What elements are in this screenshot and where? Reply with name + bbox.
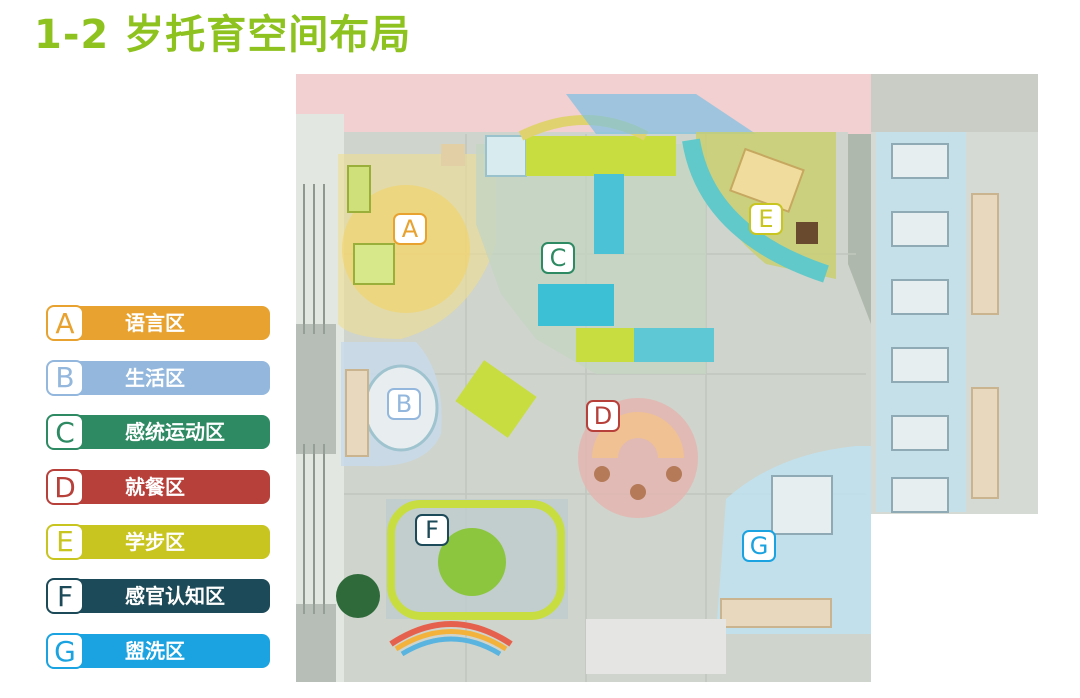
corridor-top (871, 74, 1038, 132)
rainbow-rug-3 (400, 636, 502, 657)
stool-a (441, 144, 465, 166)
legend-bar-d: 就餐区 (79, 470, 270, 505)
legend-badge-f: F (46, 578, 84, 615)
legend-badge-b: B (46, 359, 84, 396)
zone-label-e: E (749, 203, 783, 235)
legend-bar-f: 感官认知区 (79, 579, 270, 614)
legend-item-g: 盥洗区 G (46, 633, 270, 671)
curtain-lower (296, 604, 336, 682)
mat-c2 (526, 136, 618, 176)
legend-item-a: 语言区 A (46, 305, 270, 343)
legend-item-f: 感官认知区 F (46, 578, 270, 616)
legend-badge-d: D (46, 469, 84, 506)
tunnel (594, 174, 624, 254)
page-title: 1-2 岁托育空间布局 (34, 12, 412, 58)
zone-label-f: F (415, 514, 449, 546)
zone-label-d: D (586, 400, 620, 432)
legend-bar-c: 感统运动区 (79, 415, 270, 450)
legend-badge-a: A (46, 305, 84, 341)
mat-c5 (634, 328, 714, 362)
zone-label-c: C (541, 242, 575, 274)
zone-e-curve-mat (682, 138, 829, 283)
zone-label-g: G (742, 530, 776, 562)
zone-f-fence (387, 500, 565, 620)
mat-c3 (618, 136, 676, 176)
mat-c1 (485, 135, 527, 177)
legend-item-c: 感统运动区 C (46, 414, 270, 452)
chair-a (353, 243, 395, 285)
zone-legend: 语言区 A 生活区 B 感统运动区 C 就餐区 D 学步区 E 感官认知区 F … (46, 305, 270, 688)
bottom-floor (586, 619, 726, 674)
legend-badge-e: E (46, 523, 84, 560)
soft-block (538, 284, 614, 326)
floor-plan-drawing (296, 74, 1038, 682)
legend-item-d: 就餐区 D (46, 469, 270, 507)
rainbow-rug-1 (389, 621, 513, 647)
outside-area (871, 514, 1038, 682)
top-window-shade (566, 94, 756, 134)
legend-bar-e: 学步区 (79, 524, 270, 559)
legend-item-b: 生活区 B (46, 359, 270, 398)
cubby (720, 598, 832, 628)
washbasin (771, 475, 833, 535)
window-frames (303, 184, 325, 614)
shelf-right-2 (971, 387, 999, 499)
legend-badge-g: G (46, 633, 84, 670)
cribs (891, 143, 949, 513)
legend-bar-b: 生活区 (79, 360, 270, 395)
legend-bar-g: 盥洗区 (79, 634, 270, 669)
zone-g-corridor (876, 132, 966, 512)
shelf-right-1 (971, 193, 999, 315)
zone-c-area (476, 144, 706, 374)
floor-plan: A B C D E F G (296, 74, 1038, 682)
cabinet-b (345, 369, 369, 457)
sensory-table (438, 528, 506, 596)
curtain (296, 324, 336, 454)
legend-badge-c: C (46, 414, 84, 451)
dining-chairs (594, 466, 682, 500)
toy-box (796, 222, 818, 244)
rocker (729, 147, 805, 213)
plant (336, 574, 380, 618)
legend-bar-a: 语言区 (79, 306, 270, 340)
zone-label-a: A (393, 213, 427, 245)
ramp (455, 360, 537, 438)
legend-item-e: 学步区 E (46, 523, 270, 562)
rainbow-rug-2 (394, 629, 508, 652)
mat-c4 (576, 328, 634, 362)
bookshelf (347, 165, 371, 213)
zone-label-b: B (387, 388, 421, 420)
